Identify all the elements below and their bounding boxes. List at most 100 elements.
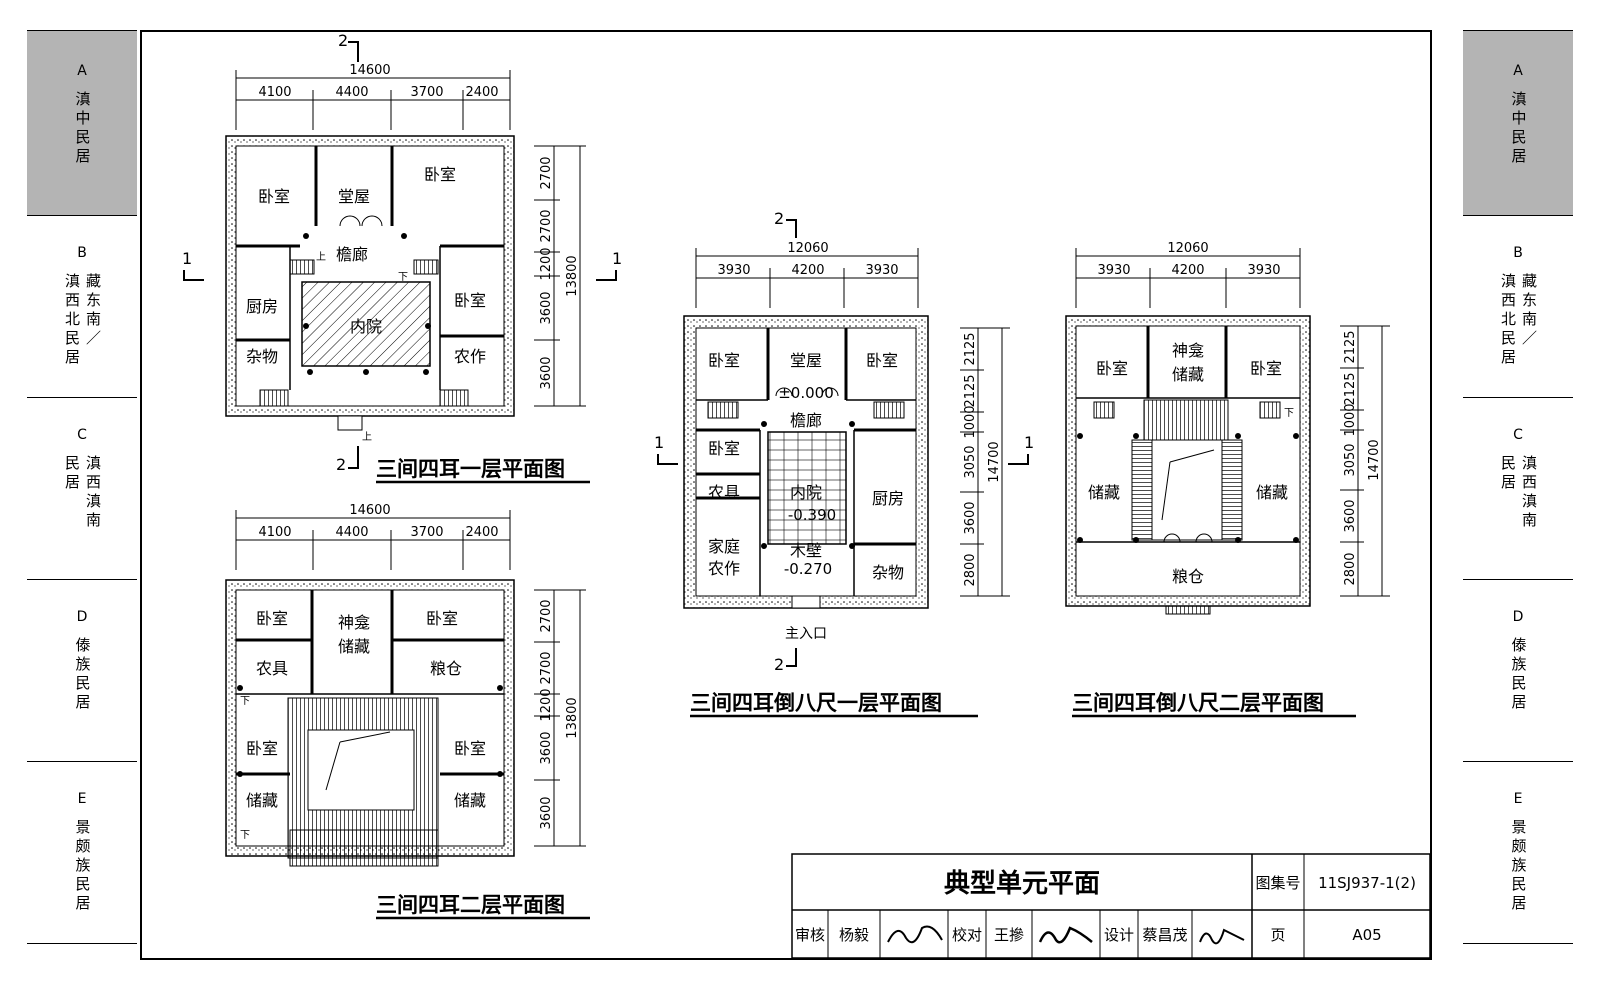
dim-total: 14700 — [987, 441, 1002, 482]
section-mark: 1 — [654, 433, 664, 452]
dim-total: 13800 — [565, 697, 580, 738]
dim-text: 3050 — [963, 445, 978, 478]
design-label: 设计 — [1104, 926, 1134, 944]
plan-3: 2 12060 3930 4200 3930 卧室 堂屋 卧室 檐廊 — [654, 209, 1034, 718]
entrance-label: 主入口 — [785, 626, 827, 642]
left-tab-e[interactable]: E 景颇族民居 — [27, 759, 137, 944]
left-tab-d[interactable]: D 傣族民居 — [27, 577, 137, 762]
dim-text: 1000 — [963, 405, 978, 438]
dim-text: 4100 — [258, 525, 291, 540]
dim-text: 4200 — [1171, 263, 1204, 278]
reviewer-name: 杨毅 — [839, 926, 869, 944]
right-tab-e[interactable]: E 景颇族民居 — [1463, 759, 1573, 944]
dim-text: 2125 — [1343, 330, 1358, 363]
tab-letter: C — [1513, 427, 1523, 443]
tab-letter: E — [1513, 791, 1523, 807]
room-label: 堂屋 — [790, 351, 822, 370]
dim-text: 3600 — [539, 796, 554, 829]
dim-text: 4200 — [791, 263, 824, 278]
dim-text: 2800 — [963, 553, 978, 586]
tab-letter: A — [1513, 63, 1523, 79]
right-category-tabs: A 滇中民居 B 藏东南／滇西北民居 C 滇西滇南民居 D 傣族民居 E 景颇族… — [1463, 30, 1573, 961]
checker-name: 王摻 — [994, 926, 1024, 944]
dim-text: 3930 — [1097, 263, 1130, 278]
tab-letter: B — [77, 245, 87, 261]
room-label: 卧室 — [258, 187, 290, 206]
tab-letter: A — [77, 63, 87, 79]
tab-label: 景颇族民居 — [1509, 819, 1528, 914]
room-label: 厨房 — [872, 489, 904, 508]
room-label: 杂物 — [246, 347, 278, 366]
stair-down: 下 — [398, 272, 408, 283]
room-label: 储藏 — [1256, 483, 1288, 502]
stair-up: 上 — [316, 251, 326, 263]
room-label: 内院 — [790, 483, 822, 502]
room-label: 堂屋 — [338, 187, 370, 206]
atlas-number: 11SJ937-1(2) — [1318, 874, 1416, 892]
dim-text: 2125 — [963, 374, 978, 407]
right-tab-a[interactable]: A 滇中民居 — [1463, 31, 1573, 216]
dim-text: 3600 — [539, 731, 554, 764]
left-tab-a[interactable]: A 滇中民居 — [27, 31, 137, 216]
room-label: 神龛 — [1172, 341, 1204, 360]
section-mark: 1 — [182, 249, 192, 268]
dim-total: 14600 — [349, 63, 390, 78]
room-label: 卧室 — [256, 609, 288, 628]
designer-name: 蔡昌茂 — [1142, 926, 1187, 944]
plan-title: 三间四耳一层平面图 — [376, 457, 565, 481]
room-label: 家庭 — [708, 537, 740, 556]
dim-text: 2400 — [465, 525, 498, 540]
left-tab-c[interactable]: C 滇西滇南民居 — [27, 395, 137, 580]
dim-text: 2400 — [465, 85, 498, 100]
page-number: A05 — [1352, 926, 1381, 944]
tab-label: 民居 — [1499, 455, 1517, 493]
dim-text: 4100 — [258, 85, 291, 100]
stair-down: 下 — [1284, 408, 1294, 419]
room-label: 木壁 — [790, 541, 822, 560]
right-tab-c[interactable]: C 滇西滇南民居 — [1463, 395, 1573, 580]
section-mark: 2 — [774, 655, 784, 674]
dim-text: 3600 — [1343, 499, 1358, 532]
tab-label: 民居 — [63, 455, 81, 493]
left-tab-b[interactable]: B 藏东南／滇西北民居 — [27, 213, 137, 398]
right-tab-d[interactable]: D 傣族民居 — [1463, 577, 1573, 762]
tab-letter: D — [76, 609, 88, 625]
tab-label: 滇西滇南 — [84, 455, 102, 531]
dim-text: 3930 — [717, 263, 750, 278]
level-mark: -0.390 — [788, 506, 836, 524]
dim-text: 2700 — [539, 156, 554, 189]
dim-total: 14700 — [1367, 439, 1382, 480]
reviewer-signature — [887, 925, 943, 944]
room-label: 卧室 — [708, 351, 740, 370]
tab-letter: B — [1513, 245, 1523, 261]
dim-total: 13800 — [565, 255, 580, 296]
title-block: 典型单元平面 图集号 11SJ937-1(2) 审核 杨毅 校对 王摻 设计 蔡… — [791, 853, 1431, 959]
room-label: 储藏 — [1172, 365, 1204, 384]
room-label: 储藏 — [338, 637, 370, 656]
room-label: 卧室 — [454, 739, 486, 758]
courtyard — [767, 431, 847, 545]
tab-letter: E — [77, 791, 87, 807]
left-category-tabs: A 滇中民居 B 藏东南／滇西北民居 C 滇西滇南民居 D 傣族民居 E 景颇族… — [27, 30, 137, 961]
dim-text: 3930 — [1247, 263, 1280, 278]
dim-text: 2125 — [1343, 372, 1358, 405]
dim-text: 2700 — [539, 209, 554, 242]
dim-text: 3700 — [410, 85, 443, 100]
review-label: 审核 — [795, 926, 825, 944]
tab-letter: D — [1512, 609, 1524, 625]
section-mark: 1 — [1024, 433, 1034, 452]
room-label: 农具 — [256, 659, 288, 678]
right-tab-b[interactable]: B 藏东南／滇西北民居 — [1463, 213, 1573, 398]
tab-label: 滇中民居 — [73, 91, 92, 167]
tab-label: 傣族民居 — [73, 637, 92, 713]
room-label: 卧室 — [866, 351, 898, 370]
room-label: 农具 — [708, 483, 740, 502]
tab-letter: C — [77, 427, 87, 443]
dim-text: 1200 — [539, 247, 554, 280]
level-mark: ±0.000 — [778, 384, 834, 402]
tab-label: 景颇族民居 — [73, 819, 92, 914]
tab-label: 藏东南／ — [1520, 273, 1538, 349]
dim-text: 4400 — [335, 525, 368, 540]
room-label: 储藏 — [1088, 483, 1120, 502]
room-label: 内院 — [350, 317, 382, 336]
